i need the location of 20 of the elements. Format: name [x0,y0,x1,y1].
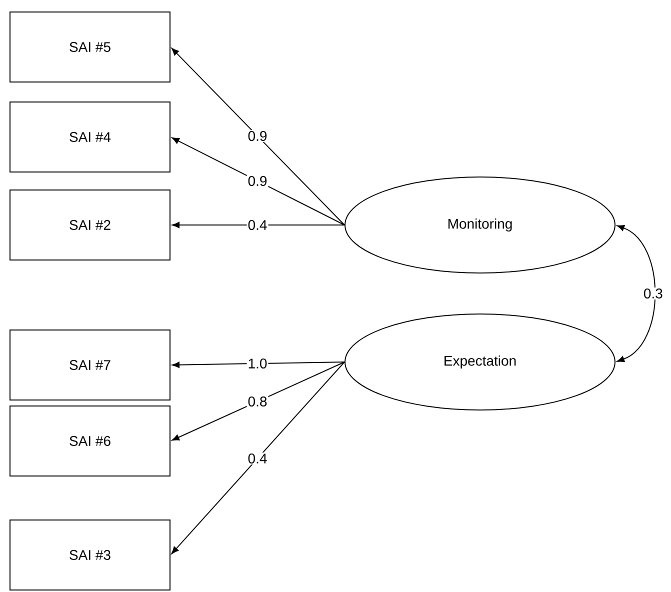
arrow [171,362,345,554]
indicator-box: SAI #5 [10,12,170,82]
edge-label: 0.9 [246,175,268,187]
arrow [172,362,345,441]
edge-label: 1.0 [246,358,268,370]
edge-label: 0.3 [642,288,664,300]
edge-label: 0.8 [246,396,268,408]
arrow [172,362,345,368]
edge-label: 0.9 [246,130,268,142]
arrow [172,222,345,228]
indicator-box: SAI #7 [10,330,170,400]
arrow [616,224,656,362]
edge-label: 0.4 [246,219,268,231]
arrow [172,137,345,226]
arrow [171,48,345,226]
indicator-box: SAI #4 [10,102,170,172]
indicator-box: SAI #3 [10,520,170,590]
indicator-box: SAI #2 [10,190,170,260]
edge-label: 0.4 [246,452,268,464]
indicator-box: SAI #6 [10,406,170,476]
